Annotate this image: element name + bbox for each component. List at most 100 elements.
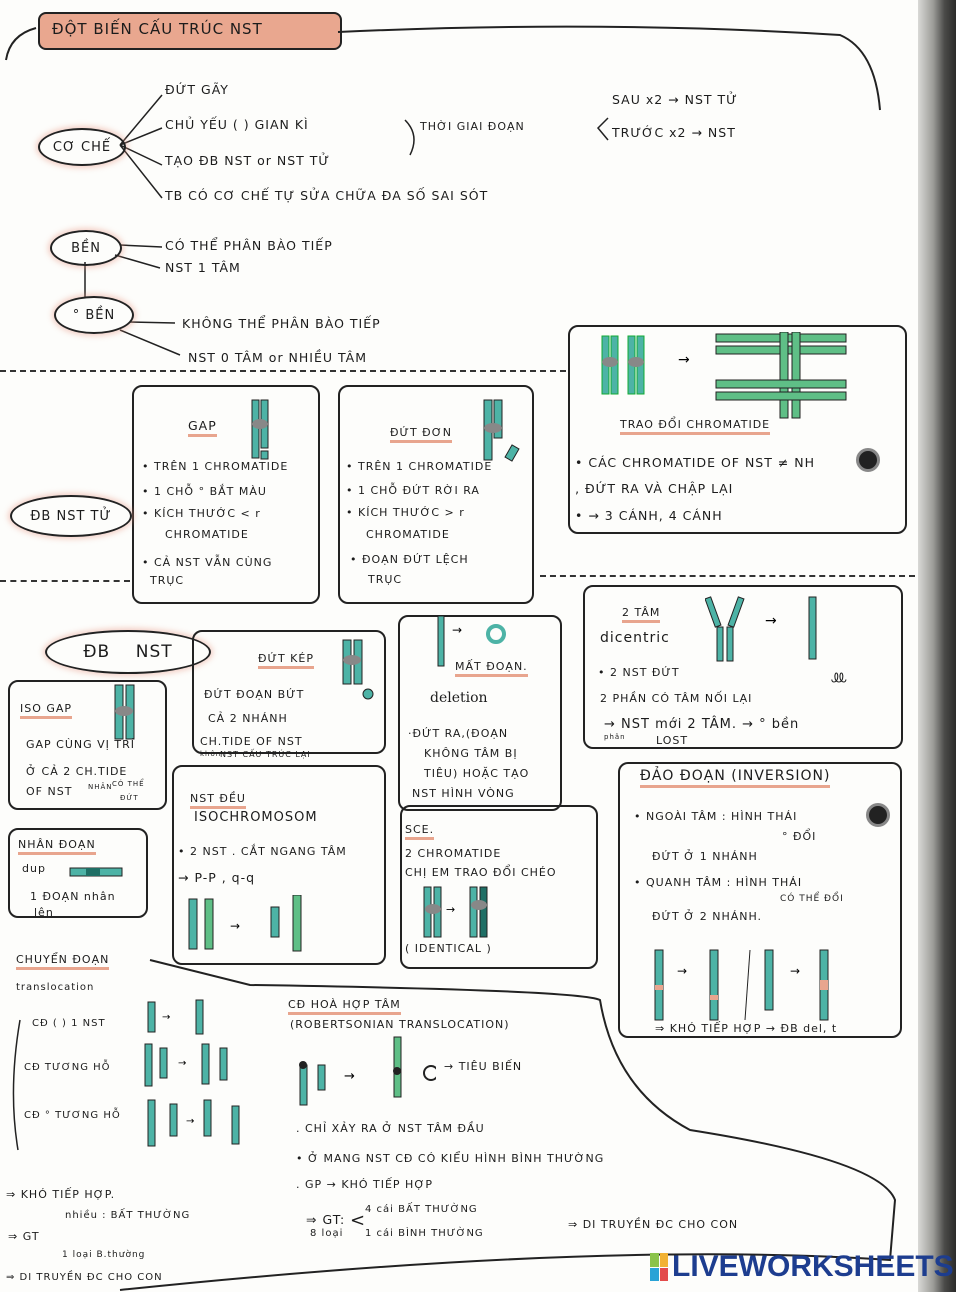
stable-item: NST 1 TÂM	[165, 260, 241, 275]
isochromosome-box	[172, 765, 386, 965]
deletion-subtitle: deletion	[430, 690, 488, 706]
unstable-node: ° BỀN	[54, 296, 134, 334]
dicentric-item: → NST mới 2 TÂM. → ° bền	[604, 717, 800, 732]
watermark-text: LIVEWORKSHEETS	[672, 1250, 954, 1283]
duplication-title: NHÂN ĐOẠN	[18, 838, 96, 855]
inversion-item: ĐỨT Ở 2 NHÁNH.	[652, 910, 763, 923]
mechanism-item: TB CÓ CƠ CHẾ TỰ SỬA CHỮA ĐA SỐ SAI SÓT	[165, 188, 489, 203]
gametes-label: ⇒ GT:	[306, 1212, 346, 1227]
sce-item: ( IDENTICAL )	[405, 942, 492, 955]
chromosome-duplication-icon	[69, 867, 123, 877]
double-break-item: ĐỨT ĐOẠN BỨT	[204, 688, 305, 701]
liveworksheets-watermark: LIVEWORKSHEETS	[650, 1250, 954, 1284]
exchange-item: • CÁC CHROMATIDE OF NST ≠ NH	[575, 455, 816, 470]
sce-box	[400, 805, 598, 969]
dicentric-box	[583, 585, 903, 749]
mechanism-node: CƠ CHẾ	[38, 128, 126, 166]
chromosome-sce-icon: →	[423, 886, 488, 938]
chromosome-iso-icon: →	[188, 895, 302, 952]
inversion-title: ĐẢO ĐOẠN (INVERSION)	[640, 768, 831, 788]
crossed-chromosome-icon: ꔛ	[830, 668, 849, 689]
translocation-conclusion: nhiều : BẤT THƯỜNG	[65, 1210, 191, 1221]
gametes-count: 8 loại	[310, 1228, 344, 1239]
exchange-item: ‚ ĐỨT RA VÀ CHẬP LẠI	[575, 481, 734, 496]
translocation-conclusion: 1 loại B.thường	[62, 1250, 146, 1260]
iso-gap-item: ĐỨT	[120, 794, 139, 802]
gap-item: TRỤC	[150, 574, 185, 587]
svg-text:→: →	[452, 623, 462, 637]
stable-item: CÓ THỂ PHÂN BÀO TIẾP	[165, 238, 333, 253]
phase-label: THỜI GIAI ĐOẠN	[420, 120, 525, 133]
iso-gap-item: NHÂN	[88, 783, 113, 791]
translocation-conclusion: ⇒ GT	[8, 1230, 40, 1243]
double-break-item: CH.TIDE OF NST	[200, 735, 303, 748]
binder-ring	[856, 448, 880, 472]
svg-text:→: →	[446, 903, 455, 916]
page-title: ĐỘT BIẾN CẤU TRÚC NST	[52, 20, 263, 38]
inversion-item: • NGOÀI TÂM : HÌNH THÁI	[634, 810, 798, 823]
sce-item: CHỊ EM TRAO ĐỔI CHÉO	[405, 866, 557, 879]
chromosome-inversion-icon: →→	[654, 949, 829, 1021]
bracket-icon: <	[350, 1210, 367, 1231]
double-break-box	[192, 630, 386, 754]
svg-text:→: →	[765, 613, 777, 629]
phase-before: TRƯỚC x2 → NST	[612, 125, 736, 140]
deletion-item: NST HÌNH VÒNG	[412, 787, 515, 800]
single-break-item: • TRÊN 1 CHROMATIDE	[346, 460, 493, 473]
single-break-item: • KÍCH THƯỚC > r	[346, 506, 465, 519]
dicentric-title: 2 TÂM	[622, 606, 661, 623]
robertsonian-item: . CHỈ XẢY RA Ở NST TÂM ĐẦU	[296, 1122, 485, 1135]
stable-node: BỀN	[50, 230, 122, 266]
single-break-item: TRỤC	[368, 573, 403, 586]
translocation-conclusion: ⇒ DI TRUYỀN ĐC CHO CON	[6, 1272, 163, 1283]
dicentric-item: LOST	[656, 734, 689, 747]
chromatid-mutation-node: ĐB NST TỬ	[10, 495, 132, 537]
sce-item: 2 CHROMATIDE	[405, 847, 502, 860]
translocation-type: CĐ ° TƯƠNG HỖ	[24, 1110, 121, 1121]
unstable-item: NST 0 TÂM or NHIỀU TÂM	[188, 350, 368, 365]
liveworksheets-logo-icon	[650, 1253, 668, 1281]
isochromosome-item: • 2 NST . CẮT NGANG TÂM	[178, 845, 347, 858]
chromosome-mutation-node: ĐB NST	[45, 630, 211, 674]
iso-gap-item: Ở CẢ 2 CH.TIDE	[26, 765, 128, 778]
phase-after: SAU x2 → NST TỬ	[612, 92, 738, 107]
deletion-item: KHÔNG TÂM BỊ	[424, 747, 518, 760]
inversion-item: CÓ THỂ ĐỔI	[780, 894, 844, 904]
inversion-note: ⇒ KHÓ TIẾP HỢP → ĐB del, t	[655, 1022, 838, 1035]
deletion-item: TIÊU) HOẶC TẠO	[424, 767, 530, 780]
chromosome-robertsonian-icon: →	[299, 1036, 436, 1106]
translocation-type: CĐ ( ) 1 NST	[32, 1018, 106, 1029]
single-break-box	[338, 385, 534, 604]
gap-item: • KÍCH THƯỚC < r	[142, 507, 261, 520]
translocation-title: CHUYỂN ĐOẠN	[16, 953, 110, 970]
dicentric-item: • 2 NST ĐỨT	[598, 666, 680, 679]
single-break-item: • 1 CHỖ ĐỨT RỜI RA	[346, 484, 480, 497]
divider	[0, 370, 566, 372]
chromosome-dicentric-icon: →	[705, 596, 817, 662]
inversion-item: • QUANH TÂM : HÌNH THÁI	[634, 876, 803, 889]
robertsonian-title: CĐ HOÀ HỢP TÂM	[288, 998, 401, 1015]
chromosome-gap-icon	[251, 399, 269, 460]
deletion-box	[398, 615, 562, 811]
deletion-item: ·ĐỨT RA,(ĐOẠN	[408, 727, 509, 740]
dicentric-item: 2 PHẦN CÓ TÂM NỐI LẠI	[600, 692, 753, 705]
iso-gap-item: CÓ THỂ	[112, 780, 145, 788]
deletion-title: MẤT ĐOẠN.	[455, 660, 528, 677]
isochromosome-title: NST ĐỀU	[190, 792, 246, 809]
translocation-type: CĐ TƯƠNG HỖ	[24, 1062, 111, 1073]
iso-gap-box	[8, 680, 167, 810]
robertsonian-item: . GP → KHÓ TIẾP HỢP	[296, 1178, 433, 1191]
isochromosome-subtitle: ISOCHROMOSOM	[194, 810, 318, 825]
gap-item: CHROMATIDE	[165, 528, 249, 541]
svg-text:→: →	[678, 352, 690, 368]
iso-gap-title: ISO GAP	[20, 702, 73, 719]
chromosome-translocation-icons: →→→	[144, 999, 240, 1147]
iso-gap-item: OF NST	[26, 785, 73, 798]
translocation-subtitle: translocation	[16, 982, 95, 993]
gap-item: • CẢ NST VẪN CÙNG	[142, 556, 273, 569]
binder-edge	[918, 0, 956, 1292]
robertsonian-loss: → TIÊU BIẾN	[444, 1060, 523, 1073]
double-break-item: khôn	[200, 750, 222, 758]
iso-gap-item: GAP CÙNG VỊ TRÍ	[26, 738, 136, 751]
